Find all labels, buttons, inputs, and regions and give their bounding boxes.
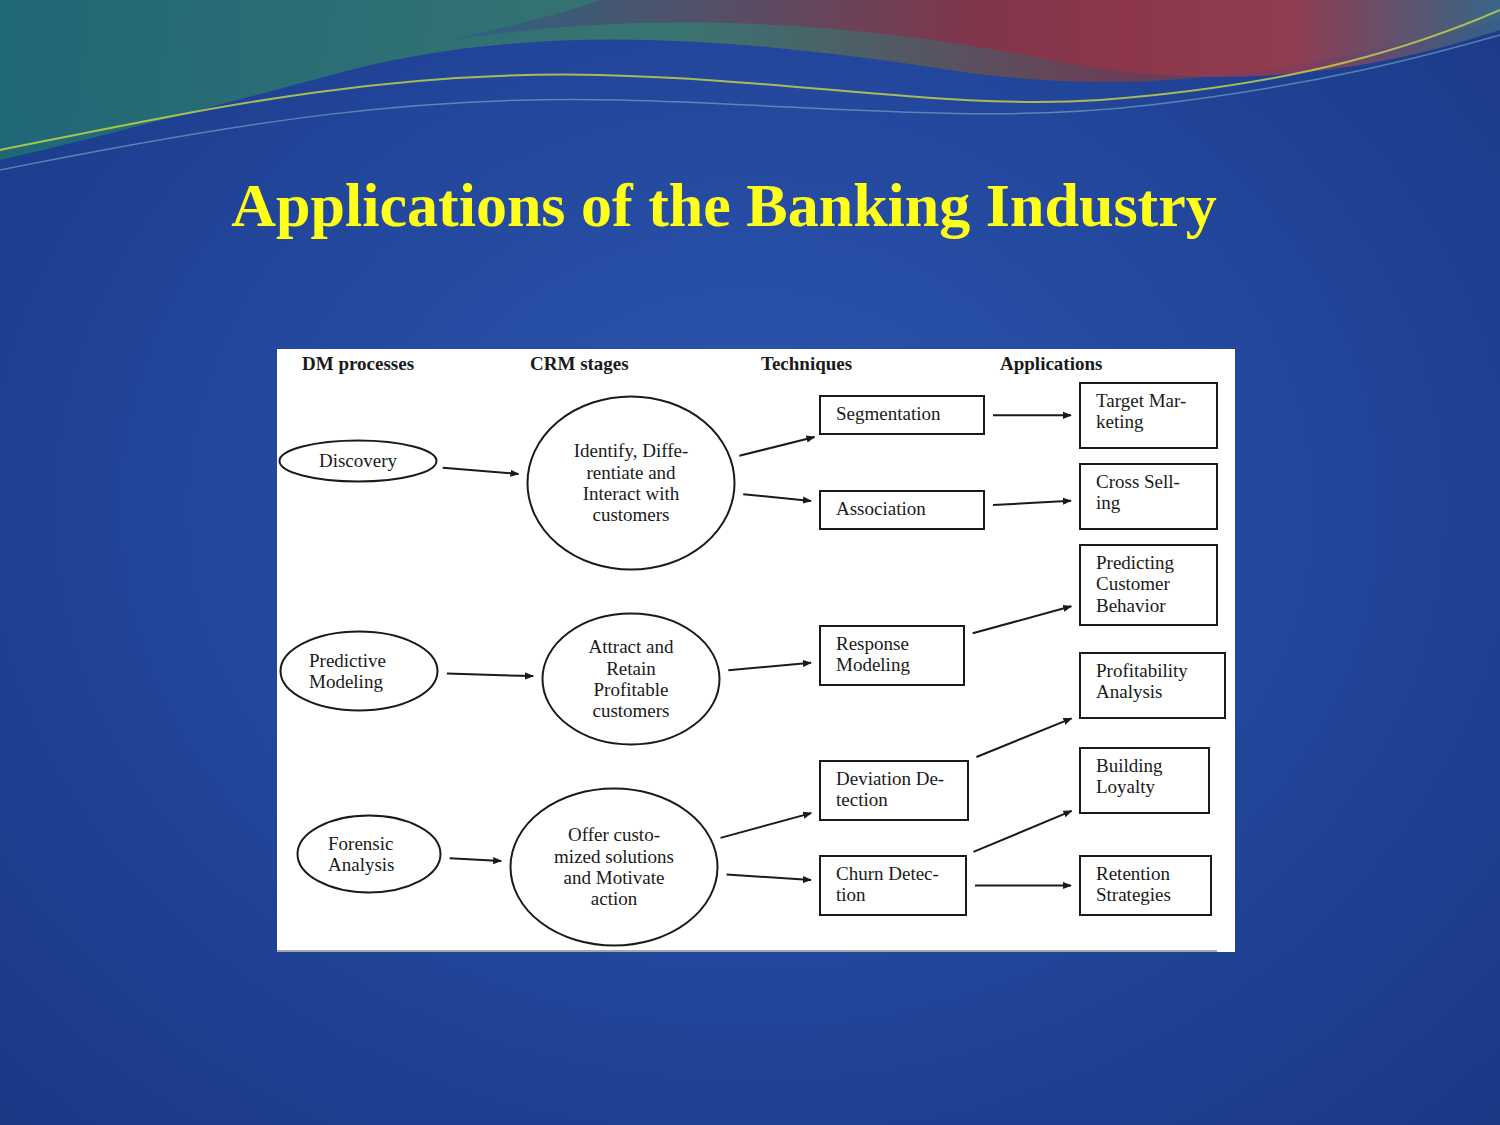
column-header: Applications	[1000, 353, 1102, 375]
node-text: Predictive Modeling	[309, 650, 409, 693]
application-box: Cross Sell- ing	[1079, 463, 1218, 530]
technique-box: Association	[819, 490, 985, 530]
wave-line	[0, 35, 1500, 170]
node-text: Cross Sell- ing	[1096, 471, 1192, 514]
node-text: Attract and Retain Profitable customers	[571, 636, 691, 721]
connector-arrow	[728, 663, 811, 670]
column-header: DM processes	[302, 353, 414, 375]
ellipse-border	[281, 632, 438, 711]
ellipse-border	[298, 816, 441, 893]
node-text: Forensic Analysis	[328, 833, 410, 876]
technique-box: Deviation De- tection	[819, 760, 969, 821]
node-text: Retention Strategies	[1096, 863, 1196, 906]
stage-circle: Offer custo- mized solutions and Motivat…	[509, 787, 719, 947]
connector-arrow	[721, 813, 812, 838]
node-text: Offer custo- mized solutions and Motivat…	[544, 824, 684, 909]
panel-rule	[277, 950, 1217, 952]
application-box: Retention Strategies	[1079, 855, 1212, 916]
connector-arrow	[447, 674, 533, 677]
application-box: Target Mar- keting	[1079, 382, 1218, 449]
technique-box: Segmentation	[819, 395, 985, 435]
connector-arrow	[743, 494, 811, 501]
node-text: Association	[836, 498, 973, 519]
header-wave	[0, 0, 1500, 160]
node-text: Profitability Analysis	[1096, 660, 1208, 703]
node-text: Churn Detec- tion	[836, 863, 951, 906]
process-ellipse: Predictive Modeling	[279, 630, 439, 712]
connector-arrow	[727, 874, 811, 880]
stage-circle: Attract and Retain Profitable customers	[541, 612, 721, 746]
ellipse-border	[543, 614, 720, 745]
node-text: Deviation De- tection	[836, 768, 956, 811]
node-text: Predicting Customer Behavior	[1096, 552, 1196, 616]
node-text: Response Modeling	[836, 633, 936, 676]
slide-title: Applications of the Banking Industry	[0, 170, 1448, 241]
technique-box: Churn Detec- tion	[819, 855, 967, 916]
connector-arrow	[975, 885, 1071, 887]
node-text: Building Loyalty	[1096, 755, 1188, 798]
node-text: Segmentation	[836, 403, 973, 424]
diagram-panel	[277, 349, 1235, 952]
application-box: Profitability Analysis	[1079, 652, 1226, 719]
ellipse-border	[511, 789, 718, 946]
column-header: Techniques	[761, 353, 852, 375]
node-text: Target Mar- keting	[1096, 390, 1202, 433]
connector-arrow	[973, 606, 1072, 633]
connector-arrow	[450, 858, 502, 861]
connector-arrow	[976, 718, 1071, 757]
connector-arrow	[993, 414, 1071, 416]
process-ellipse: Forensic Analysis	[296, 814, 442, 894]
application-box: Building Loyalty	[1079, 747, 1210, 814]
connector-arrow	[993, 501, 1071, 505]
connector-arrow	[443, 468, 519, 474]
column-header: CRM stages	[530, 353, 629, 375]
header-wave	[450, 0, 1500, 77]
process-ellipse: Discovery	[278, 439, 438, 483]
stage-circle: Identify, Diffe- rentiate and Interact w…	[526, 395, 736, 571]
connector-arrow	[973, 811, 1071, 852]
technique-box: Response Modeling	[819, 625, 965, 686]
node-text: Identify, Diffe- rentiate and Interact w…	[561, 440, 701, 525]
application-box: Predicting Customer Behavior	[1079, 544, 1218, 626]
node-text: Discovery	[319, 450, 397, 471]
connector-arrow	[739, 437, 814, 456]
ellipse-border	[280, 441, 437, 482]
ellipse-border	[528, 397, 735, 570]
